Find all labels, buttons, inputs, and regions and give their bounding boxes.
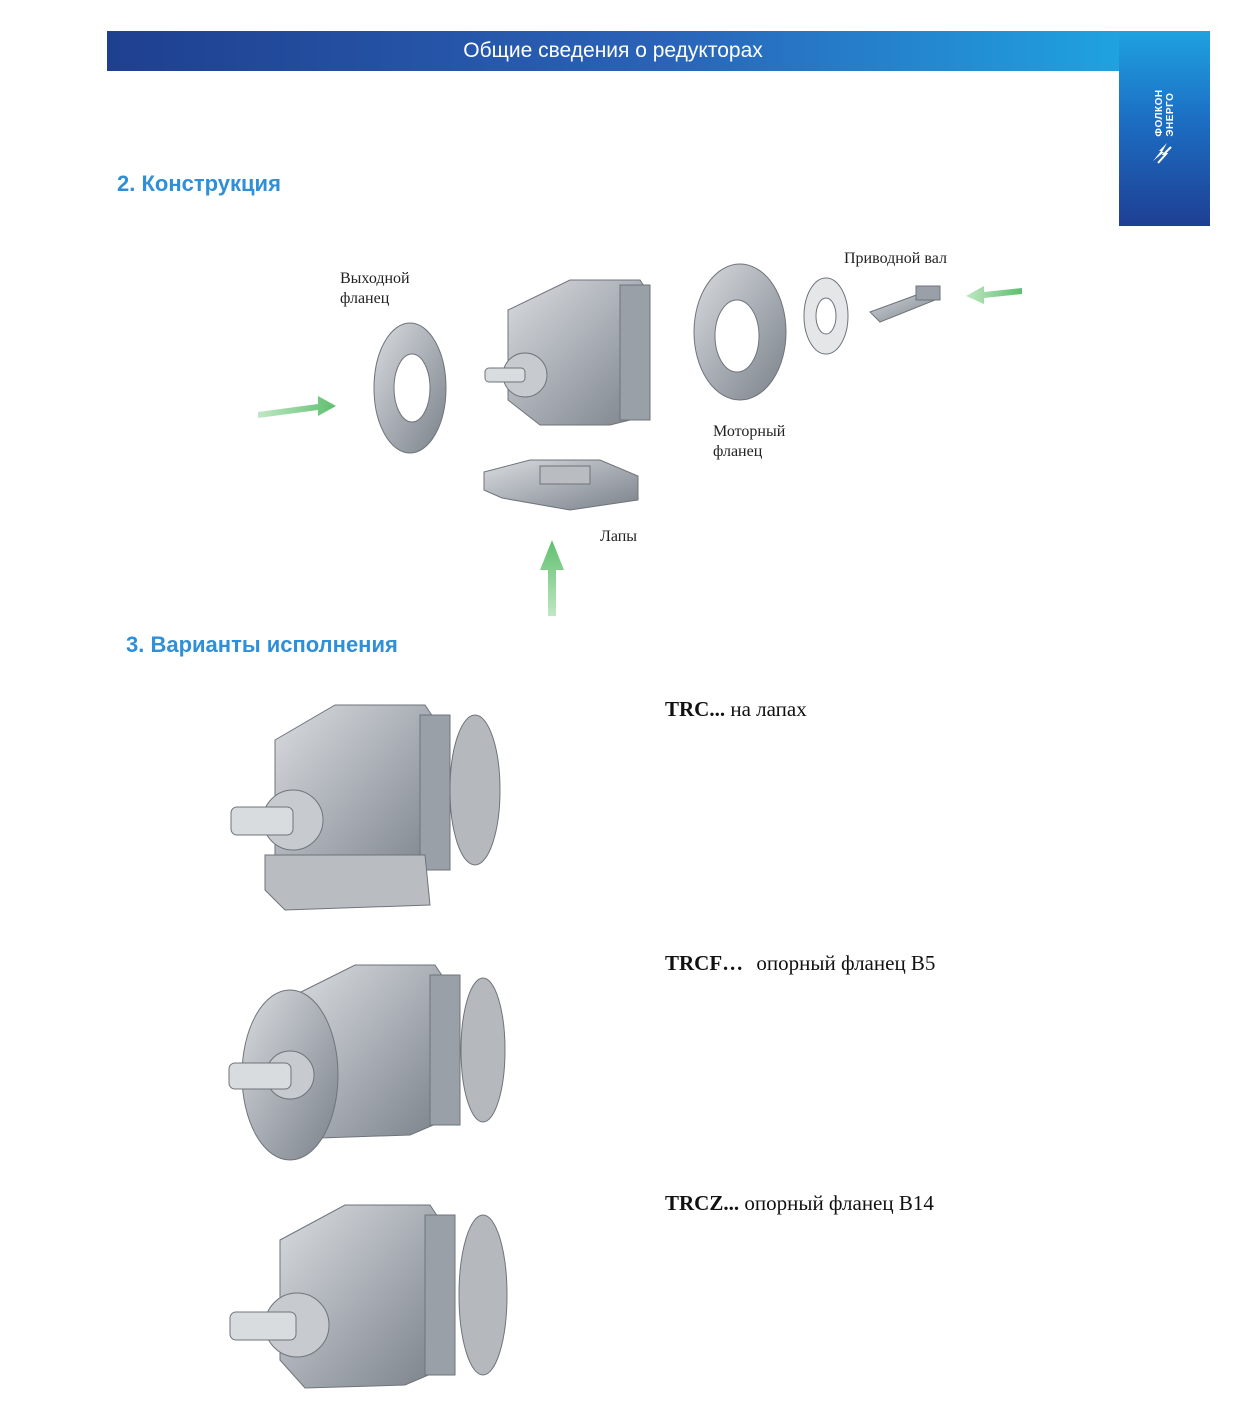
lightning-icon xyxy=(1153,143,1172,164)
section-title-variants: 3. Варианты исполнения xyxy=(126,632,398,657)
section-title-construction: 2. Конструкция xyxy=(117,171,281,196)
motor-flange-part xyxy=(693,263,787,401)
variant-trc-desc: на лапах xyxy=(730,697,807,721)
output-flange-part xyxy=(373,322,447,454)
variant-trcf-desc: опорный фланец B5 xyxy=(756,951,936,975)
variant-trcz-text: TRCZ... опорный фланец B14 xyxy=(665,1191,934,1216)
gearbox-trc-foot-image xyxy=(230,704,501,911)
variant-trc-code: TRC... xyxy=(665,697,726,721)
variant-trcf-code: TRCF… xyxy=(665,951,744,975)
arrow-up-icon xyxy=(540,540,564,616)
adapter-ring-part xyxy=(803,277,849,355)
exploded-view-drawing xyxy=(258,263,1022,616)
gearbox-trcf-b5-flange-image xyxy=(228,964,506,1161)
brand-line-1: ФОЛКОН xyxy=(1153,89,1165,137)
gearbox-housing-part xyxy=(484,279,651,426)
label-output-flange-line1: Выходной xyxy=(340,270,410,287)
label-output-flange: Выходной фланец xyxy=(340,269,410,309)
drive-shaft-part xyxy=(869,285,941,323)
label-feet: Лапы xyxy=(600,528,638,545)
brand-name: ФОЛКОН ЭНЕРГО xyxy=(1154,89,1176,136)
variant-trc-text: TRC... на лапах xyxy=(665,697,807,722)
brand-side-tab: ФОЛКОН ЭНЕРГО xyxy=(1119,31,1210,226)
construction-diagram: Выходной фланец Приводной вал Моторный ф… xyxy=(240,240,1040,630)
label-output-flange-line2: фланец xyxy=(340,290,390,307)
arrow-right-icon xyxy=(966,286,1022,304)
variant-trcz-code: TRCZ... xyxy=(665,1191,740,1215)
header-bar: Общие сведения о редукторах xyxy=(107,31,1119,71)
label-motor-flange: Моторный фланец xyxy=(713,422,785,462)
header-title: Общие сведения о редукторах xyxy=(463,39,763,62)
label-motor-flange-line1: Моторный xyxy=(713,423,786,440)
feet-part xyxy=(483,459,639,511)
variant-trcf-text: TRCF… опорный фланец B5 xyxy=(665,951,935,976)
arrow-left-icon xyxy=(258,396,336,418)
brand-line-2: ЭНЕРГО xyxy=(1164,92,1176,137)
label-drive-shaft: Приводной вал xyxy=(844,250,947,267)
gearbox-trcz-b14-flange-image xyxy=(229,1204,508,1389)
label-motor-flange-line2: фланец xyxy=(713,443,763,460)
variant-trcz-desc: опорный фланец B14 xyxy=(744,1191,934,1215)
